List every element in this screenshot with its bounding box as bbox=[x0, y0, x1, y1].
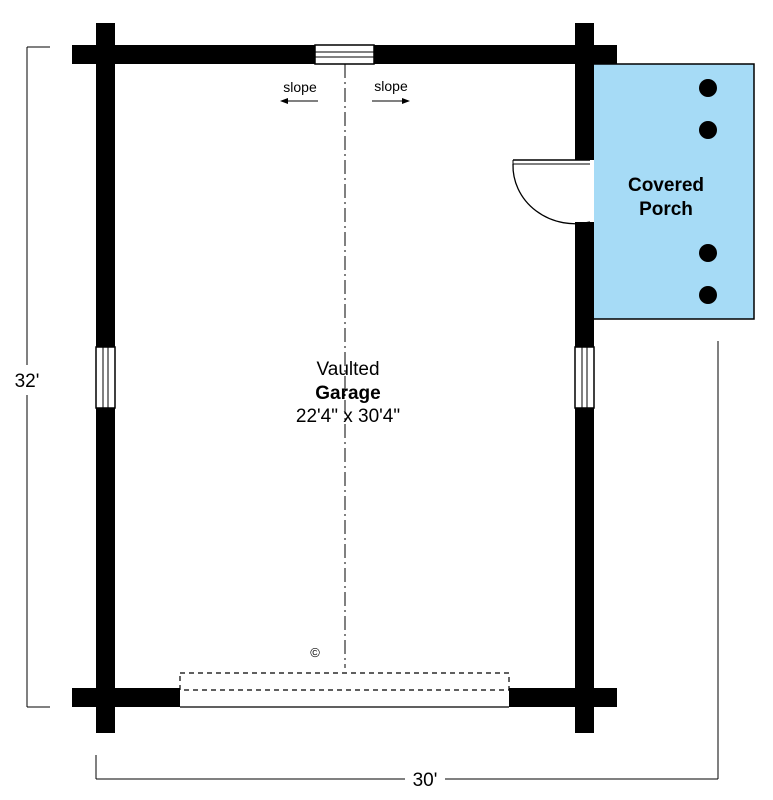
left-wall-top bbox=[96, 23, 115, 347]
width-dimension bbox=[95, 341, 719, 780]
porch-post bbox=[699, 79, 717, 97]
height-dimension-label: 32' bbox=[15, 371, 40, 392]
left-window bbox=[95, 346, 116, 409]
porch-post bbox=[699, 286, 717, 304]
covered-porch-area bbox=[589, 63, 755, 320]
garage-label-vaulted: Vaulted bbox=[316, 359, 379, 380]
garage-label-size: 22'4" x 30'4" bbox=[296, 406, 400, 427]
porch-label-porch: Porch bbox=[639, 199, 693, 220]
top-window bbox=[314, 44, 375, 65]
right-wall-top bbox=[575, 23, 594, 160]
right-wall-bottom bbox=[575, 408, 594, 733]
slope-label-left: slope bbox=[283, 79, 317, 95]
porch-label-covered: Covered bbox=[628, 175, 704, 196]
height-dimension bbox=[26, 46, 50, 708]
left-wall-bottom bbox=[96, 408, 115, 733]
bottom-wall-right bbox=[509, 688, 617, 707]
right-wall-middle bbox=[575, 222, 594, 347]
slope-label-right: slope bbox=[374, 78, 408, 94]
porch-post bbox=[699, 244, 717, 262]
slope-arrow-left-icon bbox=[280, 98, 318, 104]
width-dimension-label: 30' bbox=[413, 770, 438, 791]
right-window bbox=[574, 346, 595, 409]
side-door bbox=[512, 159, 594, 225]
garage-door-track bbox=[179, 672, 510, 691]
top-wall-right bbox=[374, 45, 617, 64]
garage-label-name: Garage bbox=[315, 383, 380, 404]
porch-post bbox=[699, 121, 717, 139]
bottom-wall-left bbox=[72, 688, 180, 707]
slope-arrow-right-icon bbox=[372, 98, 410, 104]
copyright-mark: © bbox=[310, 645, 320, 660]
top-wall-left bbox=[72, 45, 315, 64]
